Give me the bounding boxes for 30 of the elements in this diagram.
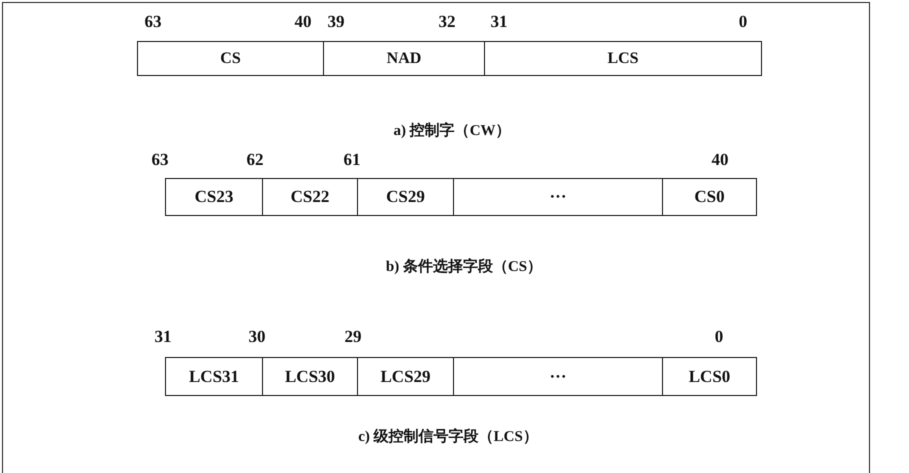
bit-field-cell: LCS29 [357,357,454,396]
bit-number: 29 [344,327,362,347]
bit-field-cell: ··· [453,357,663,396]
bit-field-cell: CS22 [262,178,358,216]
bit-field-cell: LCS0 [662,357,757,396]
bit-field-cell: ··· [453,178,663,216]
bit-field-cell: CS23 [165,178,263,216]
bit-field-cell: LCS31 [165,357,263,396]
figure-caption: c) 级控制信号字段（LCS） [358,427,538,446]
bit-number: 30 [248,327,266,347]
figure-caption: b) 条件选择字段（CS） [386,257,542,276]
bit-number: 39 [328,12,344,32]
bit-number: 32 [438,12,456,32]
bit-number: 0 [714,327,724,347]
bit-number: 40 [712,150,728,170]
bit-field-cell: NAD [323,41,485,76]
bit-number: 61 [344,150,360,170]
bit-number: 40 [294,12,312,32]
figure-caption: a) 控制字（CW） [393,121,511,140]
bit-field-cell: LCS [484,41,762,76]
bit-field-cell: CS0 [662,178,757,216]
bit-field-cell: LCS30 [262,357,358,396]
bit-field-cell: CS29 [357,178,454,216]
bit-number: 62 [246,150,264,170]
bit-number: 63 [144,12,162,32]
bit-number: 31 [490,12,508,32]
bit-field-cell: CS [137,41,324,76]
bit-number: 0 [738,12,748,32]
bit-number: 31 [154,327,172,347]
bit-number: 63 [152,150,168,170]
